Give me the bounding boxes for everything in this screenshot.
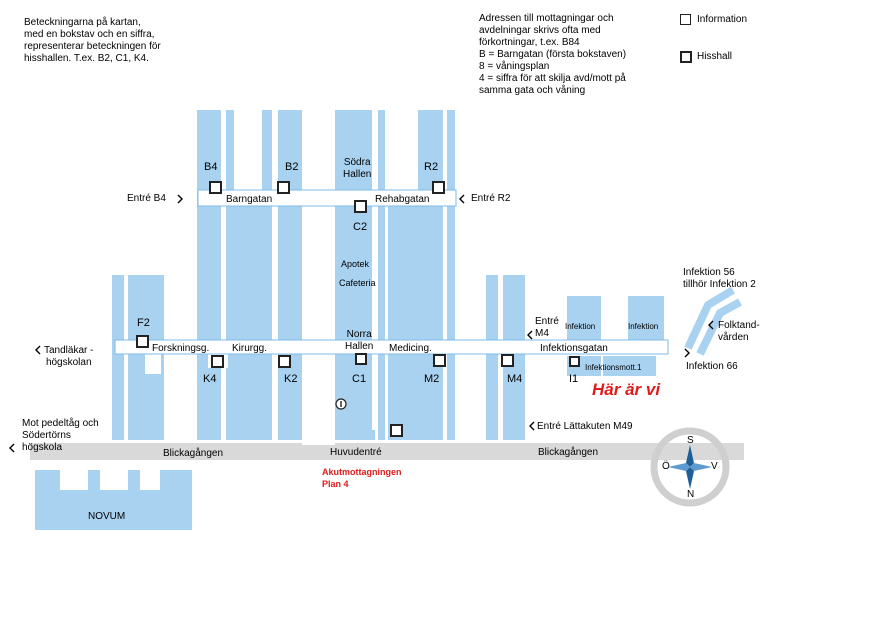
you-are-here-label: Här är vi: [592, 380, 661, 399]
elevator-i1[interactable]: [569, 356, 580, 367]
lower-wings: [112, 275, 664, 440]
elevator-b4[interactable]: [209, 181, 222, 194]
elevator-r2-label: R2: [424, 161, 439, 173]
elevator-c1[interactable]: [355, 353, 367, 365]
elevator-m4-label: M4: [507, 373, 523, 385]
infektion-ramps: [684, 286, 742, 356]
elevator-b4-label: B4: [204, 161, 218, 173]
entrance-r2[interactable]: Entré R2: [471, 193, 511, 204]
compass-east: V: [711, 461, 718, 472]
elevator-c2-label: C2: [353, 221, 368, 233]
entrance-lattakuten[interactable]: Entré Lättakuten M49: [537, 421, 633, 432]
information-legend-icon: [680, 14, 691, 25]
street-blickagangen-right: Blickagången: [538, 447, 599, 458]
infektion66-label: Infektion 66: [686, 361, 738, 372]
cafeteria-label: Cafeteria: [339, 278, 376, 288]
infektion-label-a: Infektion: [565, 322, 596, 331]
elevator-m4[interactable]: [501, 354, 514, 367]
norra-hallen-label: Norra Hallen: [345, 329, 374, 352]
elevator-i1-label: I1: [569, 373, 579, 385]
elevator-f2-label: F2: [137, 317, 150, 329]
corridors: [115, 110, 668, 445]
huvudentre-label: Huvudentré: [330, 447, 382, 458]
elevator-m2[interactable]: [433, 354, 446, 367]
infektion-label-b: Infektion: [628, 322, 659, 331]
entrance-tandlakarhogskolan[interactable]: Tandläkar - högskolan: [44, 345, 94, 368]
elevator-legend-label: Hisshall: [697, 51, 733, 62]
entrance-pendeltag[interactable]: Mot pedeltåg och Södertörns högskola: [22, 418, 99, 453]
novum-building: [35, 470, 192, 530]
street-kirurggatan: Kirurgg.: [232, 343, 268, 354]
street-medicingatan: Medicing.: [389, 343, 432, 354]
entrance-arrows: [9, 194, 714, 453]
compass-south: S: [687, 435, 694, 446]
information-legend-label: Information: [697, 14, 748, 25]
infektion56-label: Infektion 56 tillhör Infektion 2: [683, 267, 756, 290]
akutmottagningen-label: Akutmottagningen Plan 4: [322, 467, 402, 489]
elevator-f2[interactable]: [136, 335, 149, 348]
elevator-k2-label: K2: [284, 373, 298, 385]
elevator-c2[interactable]: [354, 200, 367, 213]
apotek-label: Apotek: [341, 259, 370, 269]
elevator-k4-label: K4: [203, 373, 217, 385]
elevator-c1-label: C1: [352, 373, 367, 385]
street-barngatan: Barngatan: [226, 194, 273, 205]
blickagangen-road: [30, 443, 744, 460]
elevator-k4[interactable]: [211, 355, 224, 368]
legend-right-note: Adressen till mottagningar och avdelning…: [479, 13, 627, 96]
elevator-legend-icon: [680, 51, 692, 63]
elevator-b2[interactable]: [277, 181, 290, 194]
street-forskningsgatan: Forskningsg.: [152, 343, 210, 354]
sodra-hallen-label: Södra Hallen: [343, 157, 372, 180]
elevator-huvudentre[interactable]: [390, 424, 403, 437]
entrance-b4[interactable]: Entré B4: [127, 193, 166, 204]
entrance-m4[interactable]: Entré M4: [535, 316, 559, 339]
legend-left-note: Beteckningarna på kartan, med en bokstav…: [24, 17, 161, 64]
infektionsmott-label: Infektionsmott.1: [585, 363, 642, 372]
elevator-k2[interactable]: [278, 355, 291, 368]
street-infektionsgatan: Infektionsgatan: [540, 343, 608, 354]
compass-north: N: [687, 489, 695, 500]
compass-west: Ö: [662, 461, 670, 472]
elevator-r2[interactable]: [432, 181, 445, 194]
entrance-folktandvarden[interactable]: Folktand- vården: [718, 320, 760, 343]
upper-wings: [197, 110, 455, 440]
novum-label: NOVUM: [88, 511, 126, 522]
street-rehabgatan: Rehabgatan: [375, 194, 430, 205]
elevator-b2-label: B2: [285, 161, 299, 173]
street-blickagangen-left: Blickagången: [163, 448, 224, 459]
compass-rose: [650, 427, 730, 507]
elevator-m2-label: M2: [424, 373, 440, 385]
